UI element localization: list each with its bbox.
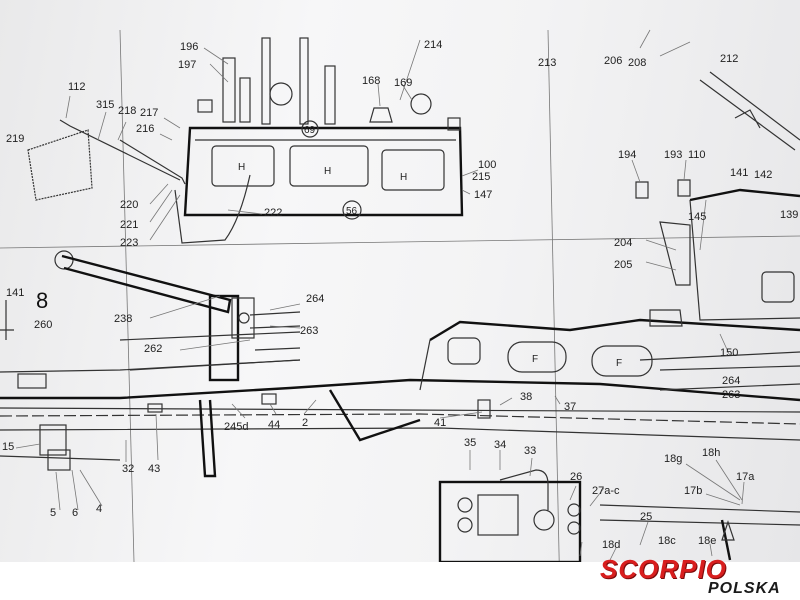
part-label: 41 [434,417,446,429]
part-label: 264 [722,375,740,387]
part-label: 35 [464,437,476,449]
part-label: 27a-c [592,485,620,497]
part-label: 220 [120,199,138,211]
part-label: 193 [664,149,682,161]
part-label: 38 [520,391,532,403]
part-label: 17b [684,485,702,497]
part-labels: 196 197 214 206 208 212 213 168 169 69 1… [2,39,798,575]
part-label: 33 [524,445,536,457]
part-label: 44 [268,419,280,431]
part-label: 18c [658,535,676,547]
crane-drawing [54,250,301,382]
logo-secondary-text: POLSKA [708,580,781,597]
part-label: 238 [114,313,132,325]
part-label: 17a [736,471,755,483]
part-label: 222 [264,207,282,219]
part-label: 197 [178,59,196,71]
part-label: 18h [702,447,720,459]
right-cabin [635,71,800,327]
part-label: 214 [424,39,442,51]
part-label: 4 [96,503,102,515]
part-label: F [532,354,538,365]
part-label: 141 [730,167,748,179]
part-label: 112 [68,81,86,93]
part-label: 219 [6,133,24,145]
aft-superstructure [419,318,800,391]
part-label: H [238,162,245,173]
part-label: H [400,172,407,183]
part-label: 110 [688,149,706,161]
part-label: 260 [34,319,52,331]
wheelhouse-drawing [174,37,464,244]
part-label: 141 [6,287,24,299]
part-label: 15 [2,441,14,453]
part-label: 263 [300,325,318,337]
part-label: F [616,358,622,369]
part-label: 18e [698,535,716,547]
page-bottom-edge [0,562,800,600]
part-label: 262 [144,343,162,355]
part-label: 2 [302,417,308,429]
part-label: 245d [224,421,248,433]
part-label: 206 [604,55,622,67]
part-label: 26 [570,471,582,483]
part-label: 6 [72,507,78,519]
part-label: 100 [478,159,496,171]
part-label: 147 [474,189,492,201]
part-label: 150 [720,347,738,359]
part-label: 69 [304,125,316,136]
part-label: H [324,166,331,177]
part-label: 212 [720,53,738,65]
part-label: 264 [306,293,324,305]
lower-left-parts [0,300,121,471]
part-label: 216 [136,123,154,135]
part-label: 218 [118,105,136,117]
part-label: 34 [494,439,506,451]
part-label: 5 [50,507,56,519]
part-label: 194 [618,149,636,161]
logo-primary-text: SCORPIO [600,554,727,584]
part-label: 142 [754,169,772,181]
part-label: 217 [140,107,158,119]
part-label: 223 [120,237,138,249]
part-label: 315 [96,99,114,111]
part-label: 56 [346,206,358,217]
flag-drawing [27,119,186,201]
part-label: 208 [628,57,646,69]
part-label: 213 [538,57,556,69]
part-label: 8 [36,288,48,313]
part-label: 215 [472,171,490,183]
part-label: 139 [780,209,798,221]
part-label: 37 [564,401,576,413]
part-label: 145 [688,211,706,223]
hull-drawing [0,359,800,478]
part-label: 32 [122,463,134,475]
part-label: 25 [640,511,652,523]
part-label: 196 [180,41,198,53]
part-label: 263 [722,389,740,401]
part-label: 204 [614,237,632,249]
part-label: 43 [148,463,160,475]
part-label: 169 [394,77,412,89]
part-label: 18d [602,539,620,551]
scorpio-polska-logo: SCORPIO POLSKA [596,548,800,600]
part-label: 221 [120,219,138,231]
part-label: 18g [664,453,682,465]
part-label: 205 [614,259,632,271]
leader-lines [15,29,745,561]
part-label: 168 [362,75,380,87]
